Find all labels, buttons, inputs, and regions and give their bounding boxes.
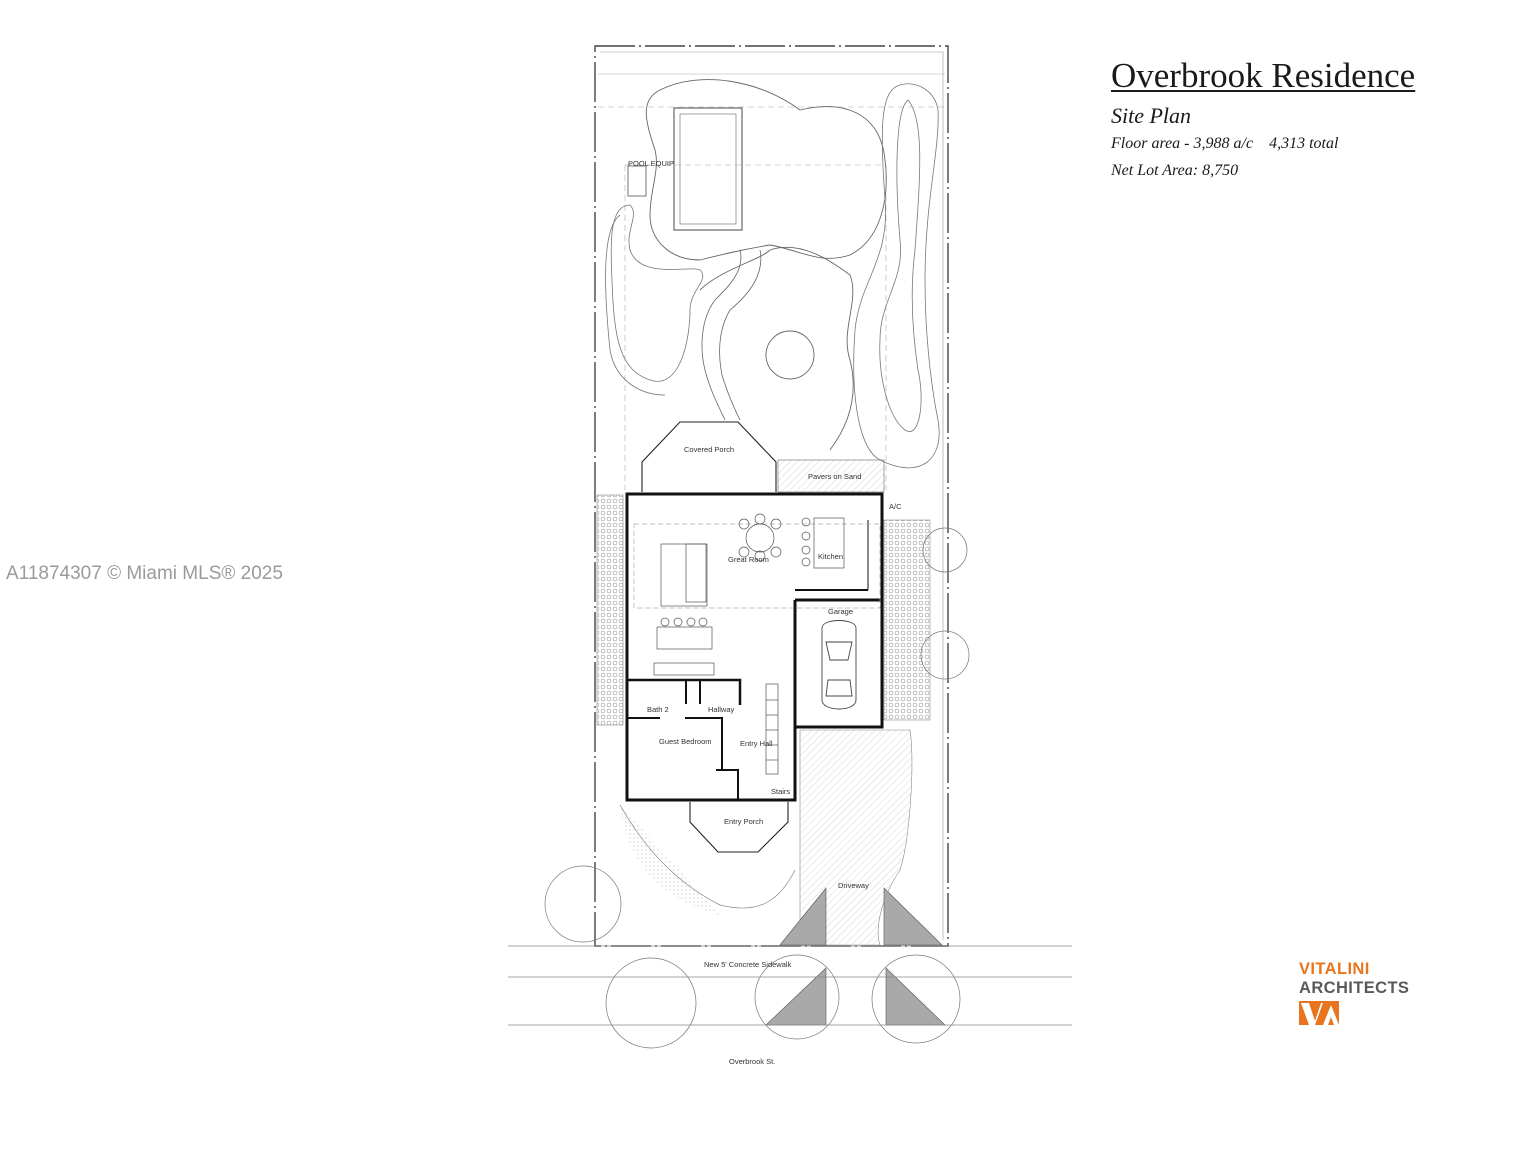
label-entry-porch: Entry Porch <box>724 817 763 826</box>
trees <box>544 527 970 1049</box>
label-kitchen: Kitchen <box>818 552 843 561</box>
architect-logo: VITALINI ARCHITECTS <box>1299 960 1409 1027</box>
label-garage: Garage <box>828 607 853 616</box>
title-block: Overbrook Residence Site Plan Floor area… <box>1111 54 1511 184</box>
label-entry-hall: Entry Hall <box>740 739 773 748</box>
label-covered-porch: Covered Porch <box>684 445 734 454</box>
total-area: 4,313 total <box>1269 135 1339 152</box>
covered-porch <box>641 421 777 492</box>
label-ac: A/C <box>889 502 902 511</box>
logo-name: VITALINI <box>1299 960 1370 978</box>
label-great-room: Great Room <box>728 555 769 564</box>
furniture <box>633 513 881 775</box>
stepping-stone-path <box>701 249 762 421</box>
label-pavers: Pavers on Sand <box>808 472 861 481</box>
house-walls <box>625 492 884 802</box>
label-driveway: Driveway <box>838 881 869 890</box>
label-stairs: Stairs <box>771 787 790 796</box>
garden-paths <box>605 83 940 469</box>
label-street: Overbrook St. <box>729 1057 775 1066</box>
logo-subtitle: ARCHITECTS <box>1299 979 1410 997</box>
project-title: Overbrook Residence <box>1111 56 1416 95</box>
label-sidewalk: New 5' Concrete Sidewalk <box>704 960 792 969</box>
mls-watermark: A11874307 © Miami MLS® 2025 <box>6 563 283 584</box>
label-guest-bedroom: Guest Bedroom <box>659 737 712 746</box>
lot-area: Net Lot Area: 8,750 <box>1111 162 1239 179</box>
pool-deck <box>627 79 887 451</box>
floor-area-line: Floor area - 3,988 a/c 4,313 total <box>1111 130 1511 157</box>
entry-porch <box>619 802 796 915</box>
sheet-title: Site Plan <box>1111 103 1192 128</box>
sidewalk <box>508 945 1072 1026</box>
label-hallway: Hallway <box>708 705 735 714</box>
car <box>821 620 857 710</box>
floor-area: Floor area - 3,988 a/c <box>1111 135 1254 152</box>
driveway <box>779 729 943 946</box>
street-tree-shading <box>765 967 946 1026</box>
label-bath: Bath 2 <box>647 705 669 714</box>
logo-mark-icon <box>1299 1001 1339 1025</box>
label-pool-equip: POOL EQUIP <box>628 159 674 168</box>
east-paver-strip <box>883 519 931 721</box>
pavers-patio <box>777 459 885 493</box>
west-paver-strip <box>596 494 624 726</box>
